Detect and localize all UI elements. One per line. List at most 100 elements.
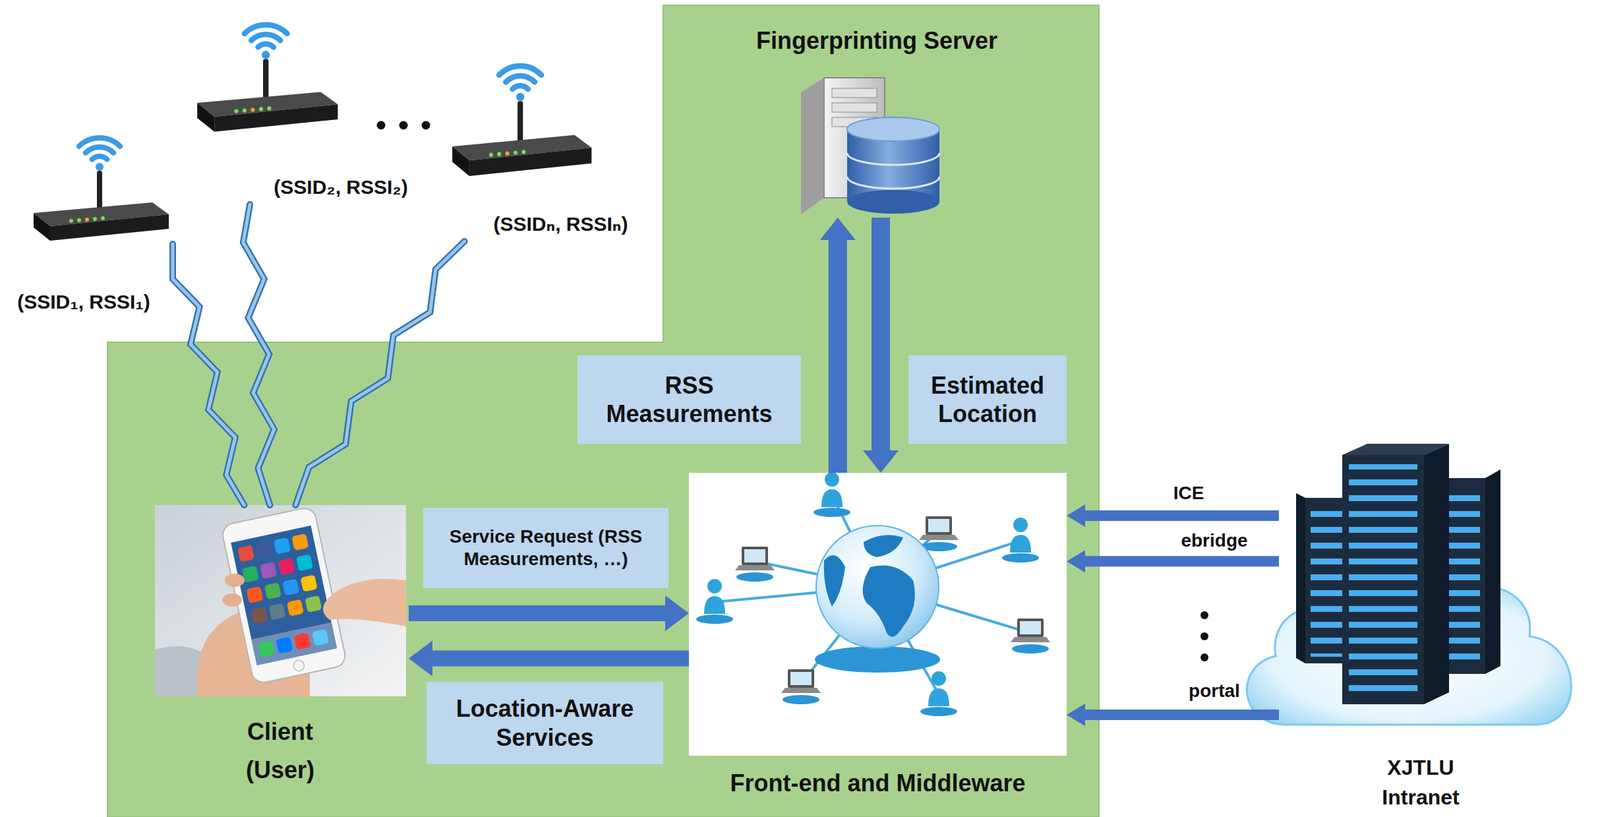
node-label: (SSID₂, RSSI₂) [259, 175, 422, 200]
client-photo [296, 553, 314, 571]
server-icon [847, 176, 940, 189]
ellipsis-dots [1200, 611, 1209, 662]
server-icon [847, 117, 940, 142]
client-photo [259, 561, 277, 579]
client-photo [264, 582, 282, 600]
server-icon [800, 77, 825, 215]
client-photo [224, 573, 245, 587]
edge-label: Estimated Location [908, 355, 1067, 444]
wireless-link [295, 241, 465, 505]
client-photo [282, 578, 300, 596]
network-picture [735, 546, 775, 582]
client-photo [230, 525, 337, 666]
flow-arrow [862, 217, 899, 473]
ellipsis-dots [421, 121, 431, 130]
intranet-picture [1246, 443, 1571, 725]
intranet-picture [1342, 454, 1424, 705]
intranet-picture [1348, 464, 1418, 697]
network-picture [1010, 618, 1051, 654]
node-label: Front-end and Middleware [688, 766, 1067, 800]
edge-label-box: ICE [1149, 481, 1229, 505]
edge-label: Location-Aware Services [426, 681, 664, 765]
ellipsis-dots [1200, 611, 1209, 620]
edge-label-box: Estimated Location [908, 355, 1067, 444]
edge-label-box: Service Request (RSS Measurements, …) [423, 507, 669, 589]
server-icon [800, 77, 940, 215]
network-picture [781, 669, 821, 705]
ellipsis-dots [377, 121, 431, 130]
network-picture [688, 472, 1067, 756]
flow-arrow [820, 217, 856, 473]
edge-label-box: RSS Measurements [577, 355, 801, 444]
router-node: (SSID₂, RSSI₂) [193, 15, 422, 205]
node-label: (SSIDₙ, RSSIₙ) [478, 212, 643, 237]
server-icon [831, 88, 877, 98]
network-picture [863, 534, 904, 558]
flow-arrow [1066, 549, 1279, 573]
client-photo [268, 603, 286, 621]
flow-arrow [1066, 703, 1279, 726]
network-picture [714, 495, 1031, 695]
intranet-picture [1296, 493, 1306, 664]
client-photo [275, 636, 293, 654]
wireless-link [243, 204, 275, 505]
client-photo [154, 504, 407, 697]
client-photo [255, 541, 273, 559]
client-photo [220, 506, 348, 685]
intranet-node: XJTLU Intranet [1278, 435, 1583, 815]
router-icon [33, 137, 169, 241]
edge-label-box: Location-Aware Services [426, 681, 664, 765]
edge-label: ebridge [1174, 528, 1254, 553]
intranet-picture [1485, 469, 1501, 674]
router-node: (SSID₁, RSSI₁) [7, 128, 173, 317]
flow-arrow [1066, 549, 1279, 573]
client-photo [251, 622, 337, 666]
intranet-picture [1423, 443, 1450, 705]
flow-arrow [1066, 504, 1279, 527]
client-photo [237, 544, 255, 562]
client-photo [257, 640, 275, 658]
flow-arrow [408, 595, 689, 631]
server-icon [831, 102, 877, 113]
flow-arrow [862, 217, 899, 473]
client-photo [250, 606, 268, 624]
edge-label: portal [1174, 679, 1254, 703]
edge-label: ICE [1149, 481, 1229, 505]
edge-label-box: portal [1174, 679, 1254, 703]
edge-label-box: ebridge [1174, 528, 1254, 553]
client-photo [278, 557, 296, 575]
flow-arrow [820, 217, 856, 473]
client-photo [294, 632, 312, 651]
client-photo [245, 586, 264, 604]
intranet-picture [1444, 486, 1481, 668]
node-label: XJTLU Intranet [1361, 752, 1481, 813]
node-label: Client (User) [224, 712, 337, 789]
flow-arrow [1066, 703, 1279, 726]
network-picture [816, 525, 939, 649]
flow-arrow [408, 640, 689, 677]
flow-arrow [408, 640, 689, 677]
server-icon [847, 152, 940, 165]
wireless-link [172, 243, 244, 505]
intranet-picture [1310, 506, 1347, 657]
flow-arrow [1066, 504, 1279, 527]
router-node: (SSIDₙ, RSSIₙ) [448, 56, 643, 242]
wireless-link [295, 241, 465, 505]
network-picture [1002, 517, 1039, 563]
network-picture [813, 472, 851, 517]
client-photo [154, 504, 407, 697]
network-picture [824, 555, 846, 607]
network-picture [918, 516, 959, 552]
ellipsis-dots [1200, 653, 1209, 662]
node-label: (SSID₁, RSSI₁) [7, 290, 160, 314]
client-photo [292, 659, 306, 672]
network-picture [920, 671, 958, 716]
router-icon [452, 65, 592, 177]
node-label: Fingerprinting Server [735, 26, 1019, 55]
wireless-link [172, 243, 244, 505]
flow-arrow [408, 595, 689, 631]
wireless-link [243, 204, 275, 505]
client-photo [286, 599, 304, 617]
server-icon [847, 189, 940, 214]
